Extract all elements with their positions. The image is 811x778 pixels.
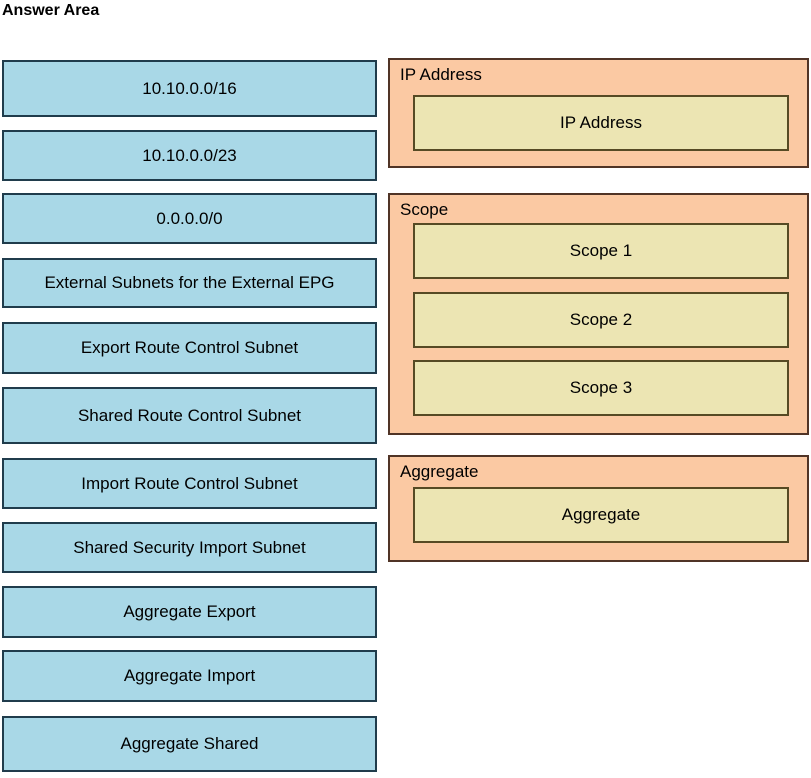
drag-option[interactable]: Shared Route Control Subnet — [2, 387, 377, 444]
drop-slot[interactable]: IP Address — [413, 95, 789, 151]
drag-option[interactable]: Aggregate Export — [2, 586, 377, 638]
drag-option[interactable]: 0.0.0.0/0 — [2, 193, 377, 244]
drop-group-scope: Scope Scope 1 Scope 2 Scope 3 — [388, 193, 809, 435]
group-label: Scope — [400, 200, 449, 219]
drag-option[interactable]: 10.10.0.0/16 — [2, 60, 377, 117]
drag-option[interactable]: Aggregate Import — [2, 650, 377, 702]
drop-slot[interactable]: Scope 3 — [413, 360, 789, 416]
drag-option[interactable]: Aggregate Shared — [2, 716, 377, 772]
drag-option[interactable]: 10.10.0.0/23 — [2, 130, 377, 181]
group-label: Aggregate — [400, 462, 479, 481]
drag-option[interactable]: External Subnets for the External EPG — [2, 258, 377, 308]
drop-slot[interactable]: Scope 2 — [413, 292, 789, 348]
drop-slot[interactable]: Aggregate — [413, 487, 789, 543]
drop-slot[interactable]: Scope 1 — [413, 223, 789, 279]
page-title: Answer Area — [2, 2, 100, 19]
drag-option[interactable]: Shared Security Import Subnet — [2, 522, 377, 573]
drag-option[interactable]: Export Route Control Subnet — [2, 322, 377, 374]
group-label: IP Address — [400, 65, 482, 84]
drag-option[interactable]: Import Route Control Subnet — [2, 458, 377, 509]
drop-group-ip-address: IP Address IP Address — [388, 58, 809, 168]
drop-group-aggregate: Aggregate Aggregate — [388, 455, 809, 562]
